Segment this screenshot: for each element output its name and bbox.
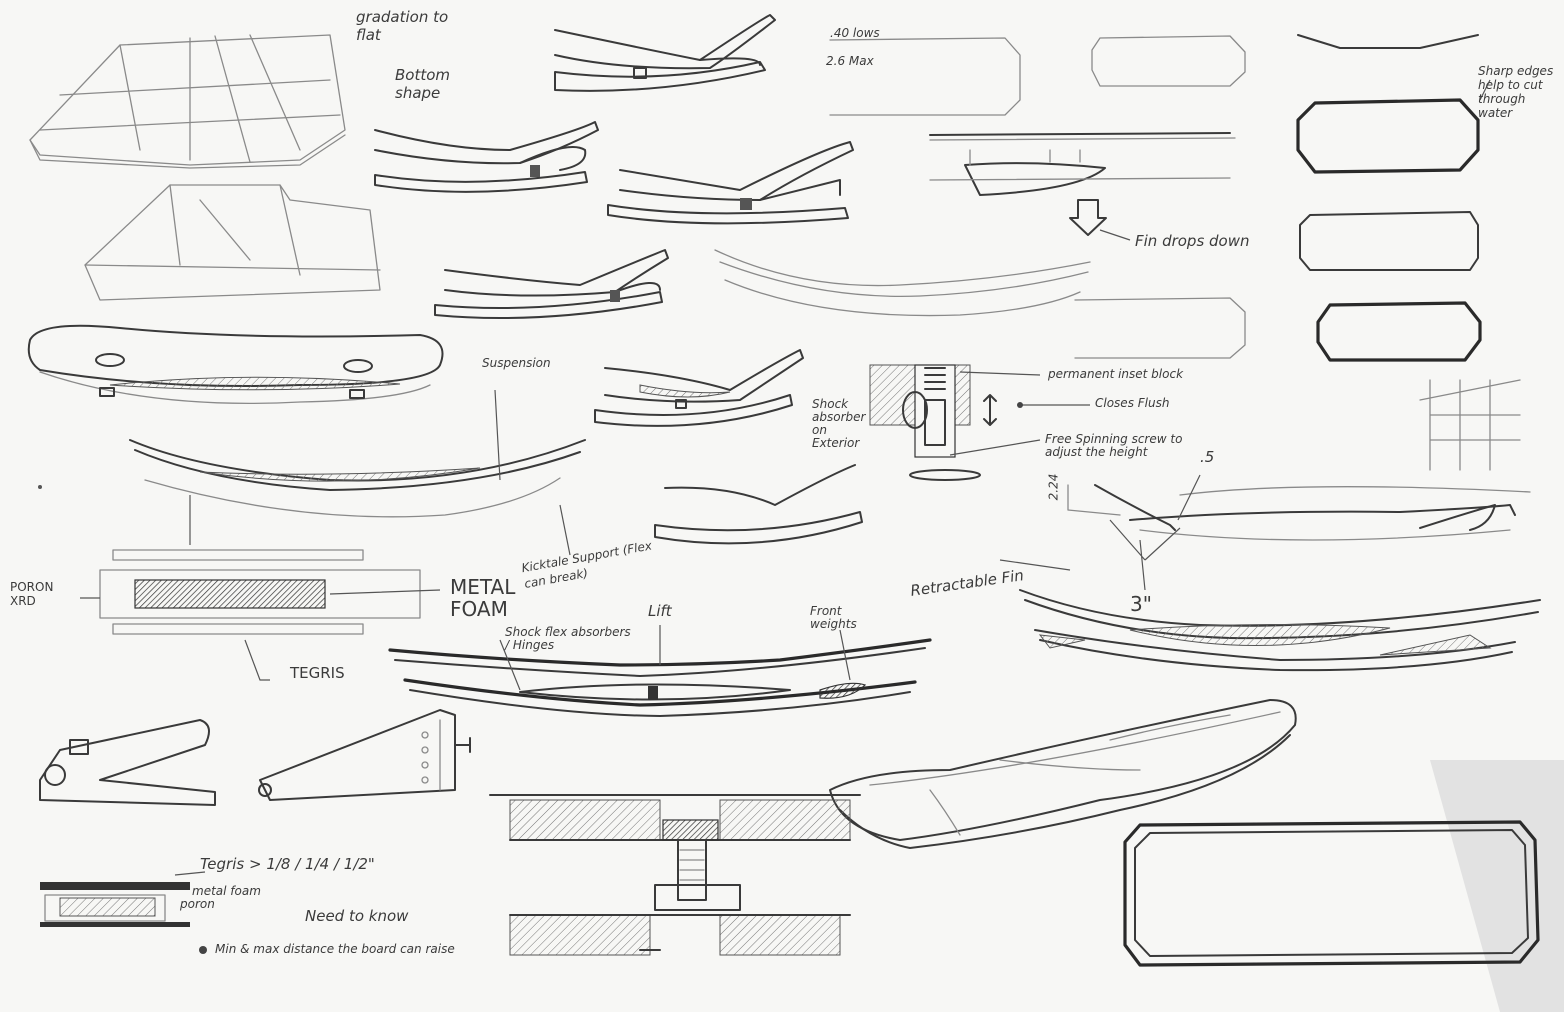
note-metal-foam-sm: metal foam	[192, 884, 261, 898]
corner-shade	[1430, 760, 1564, 1012]
note-min-max: Min & max distance the board can raise	[215, 942, 455, 956]
suspension-board	[129, 439, 586, 518]
note-gradation: gradation to flat	[356, 8, 449, 44]
note-dim-3: 3"	[1130, 592, 1152, 616]
clamp-sketch-1	[39, 719, 216, 806]
note-free-spinning: Free Spinning screw to adjust the height	[1045, 432, 1183, 459]
note-sharp-edges: Sharp edges help to cut through water	[1478, 64, 1554, 120]
big-top-view-board	[1123, 820, 1540, 967]
note-dim-5: .5	[1200, 448, 1215, 466]
note-fin-drops: Fin drops down	[1135, 232, 1250, 250]
hinge-variation-2	[374, 121, 599, 193]
bottom-shape-sketch-2	[84, 184, 381, 301]
hinge-variation-6	[654, 464, 863, 545]
side-assembly-dims	[1067, 379, 1531, 591]
note-poron-sm: poron	[180, 897, 215, 911]
note-front-weights: Front weights	[810, 604, 857, 631]
hinge-variation-5	[594, 349, 804, 427]
top-view-outlines	[829, 34, 1491, 362]
note-max: 2.6 Max	[826, 54, 874, 68]
screw-cross-section	[489, 794, 861, 956]
note-need-to-know: Need to know	[305, 907, 409, 925]
long-board-middle	[714, 249, 1091, 317]
main-assembly	[388, 625, 932, 717]
note-poron-xrd: PORON XRD	[10, 580, 54, 608]
note-tegris-sizes: Tegris > 1/8 / 1/4 / 1/2"	[200, 855, 375, 873]
note-bottom-shape: Bottom shape	[395, 66, 451, 102]
retractable-fin-board	[999, 559, 1541, 672]
skateboard-3d	[829, 699, 1297, 849]
clamp-sketch-2	[258, 709, 471, 801]
note-dim-224: 2.24	[1046, 473, 1061, 501]
hinge-variation-3	[607, 141, 854, 225]
hinge-variation-1	[554, 14, 776, 92]
layer-stack	[80, 549, 441, 681]
board-with-holes	[27, 324, 444, 405]
bottom-shape-sketch	[29, 34, 346, 169]
note-lift: Lift	[648, 602, 672, 620]
fin-section	[929, 132, 1236, 241]
note-suspension: Suspension	[482, 356, 551, 370]
shock-cross-section	[869, 364, 1090, 481]
note-tegris: TEGRIS	[290, 664, 345, 682]
note-shock-absorber: Shock absorber on Exterior	[812, 397, 866, 450]
note-metal-foam: METAL FOAM	[450, 575, 516, 621]
hinge-variation-4	[434, 249, 669, 320]
note-permanent-inset: permanent inset block	[1048, 367, 1184, 381]
tegris-stack-small	[40, 871, 207, 954]
note-closes-flush: Closes Flush	[1095, 396, 1170, 410]
note-lows: .40 lows	[830, 26, 880, 40]
note-shock-flex: Shock flex absorbers / Hinges	[505, 625, 631, 652]
